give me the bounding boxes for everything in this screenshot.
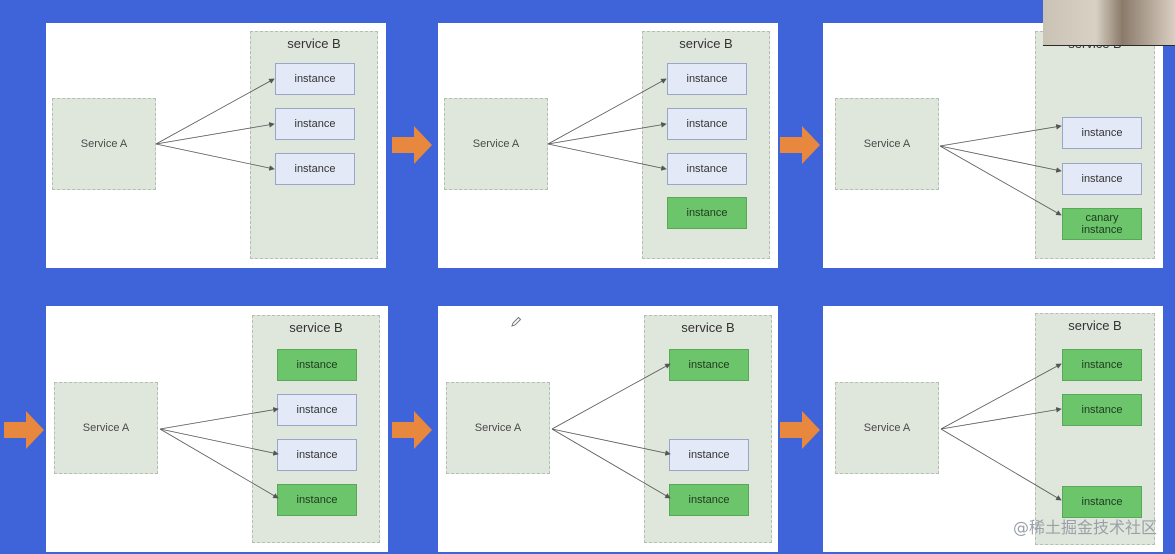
right-arrow-icon [780,411,820,449]
service-a-box: Service A [835,98,939,190]
instance-label: instance [296,449,338,461]
service-a-label: Service A [82,422,130,434]
panel-4: Service A service B instance instance in… [46,306,388,552]
instance-label: instance [688,359,730,371]
right-arrow-icon [392,411,432,449]
pencil-icon [511,316,522,327]
instance-label: instance [686,118,728,130]
instance-label: instance [294,163,336,175]
instance-label: instance [296,494,338,506]
service-b-title: service B [289,320,343,335]
instance-box: instance [275,63,355,95]
service-b-group: service B instance instance instance ins… [642,31,770,259]
new-instance-box: instance [667,197,747,229]
service-a-box: Service A [444,98,548,190]
panel-2: Service A service B instance instance in… [438,23,778,268]
new-instance-box: instance [1062,349,1142,381]
instance-box: instance [667,153,747,185]
instance-label: instance [294,73,336,85]
instance-label: instance [688,449,730,461]
service-a-label: Service A [474,422,522,434]
service-b-title: service B [287,36,341,51]
watermark: @稀土掘金技术社区 [1012,518,1157,537]
service-a-label: Service A [863,422,911,434]
instance-label: instance [294,118,336,130]
instance-label: instance [1081,359,1123,371]
instance-box: instance [669,439,749,471]
service-b-group: service B instance instance canary insta… [1035,31,1155,259]
new-instance-box: instance [669,484,749,516]
panel-5: Service A service B instance instance in… [438,306,778,552]
service-b-title: service B [679,36,733,51]
instance-label: instance [1081,127,1123,139]
instance-label: instance [296,404,338,416]
service-a-label: Service A [863,138,911,150]
instance-label: instance [686,163,728,175]
instance-label: instance [1081,404,1123,416]
panel-6: Service A service B instance instance in… [823,306,1163,552]
service-b-title: service B [681,320,735,335]
panel-3: Service A service B instance instance ca… [823,23,1163,268]
instance-box: instance [275,108,355,140]
service-a-box: Service A [446,382,550,474]
instance-label: instance [296,359,338,371]
instance-label: instance [1081,173,1123,185]
right-arrow-icon [780,126,820,164]
new-instance-box: instance [277,484,357,516]
service-b-group: service B instance instance instance [1035,313,1155,545]
right-arrow-icon [392,126,432,164]
instance-label: instance [686,207,728,219]
service-a-box: Service A [52,98,156,190]
service-b-title: service B [1068,318,1122,333]
instance-label: instance [1081,496,1123,508]
instance-box: instance [1062,163,1142,195]
webcam-overlay [1043,0,1175,46]
service-a-box: Service A [54,382,158,474]
instance-label: canary instance [1081,212,1123,236]
new-instance-box: instance [669,349,749,381]
instance-box: instance [667,108,747,140]
instance-box: instance [275,153,355,185]
new-instance-box: instance [277,349,357,381]
service-b-group: service B instance instance instance [644,315,772,543]
instance-label: instance [686,73,728,85]
instance-box: instance [277,439,357,471]
service-a-label: Service A [80,138,128,150]
service-b-group: service B instance instance instance [250,31,378,259]
instance-box: instance [1062,117,1142,149]
panel-1: Service A service B instance instance in… [46,23,386,268]
service-b-group: service B instance instance instance ins… [252,315,380,543]
instance-label: instance [688,494,730,506]
service-a-label: Service A [472,138,520,150]
instance-box: instance [667,63,747,95]
canary-instance-box: canary instance [1062,208,1142,240]
new-instance-box: instance [1062,486,1142,518]
service-a-box: Service A [835,382,939,474]
right-arrow-icon [4,411,44,449]
new-instance-box: instance [1062,394,1142,426]
instance-box: instance [277,394,357,426]
